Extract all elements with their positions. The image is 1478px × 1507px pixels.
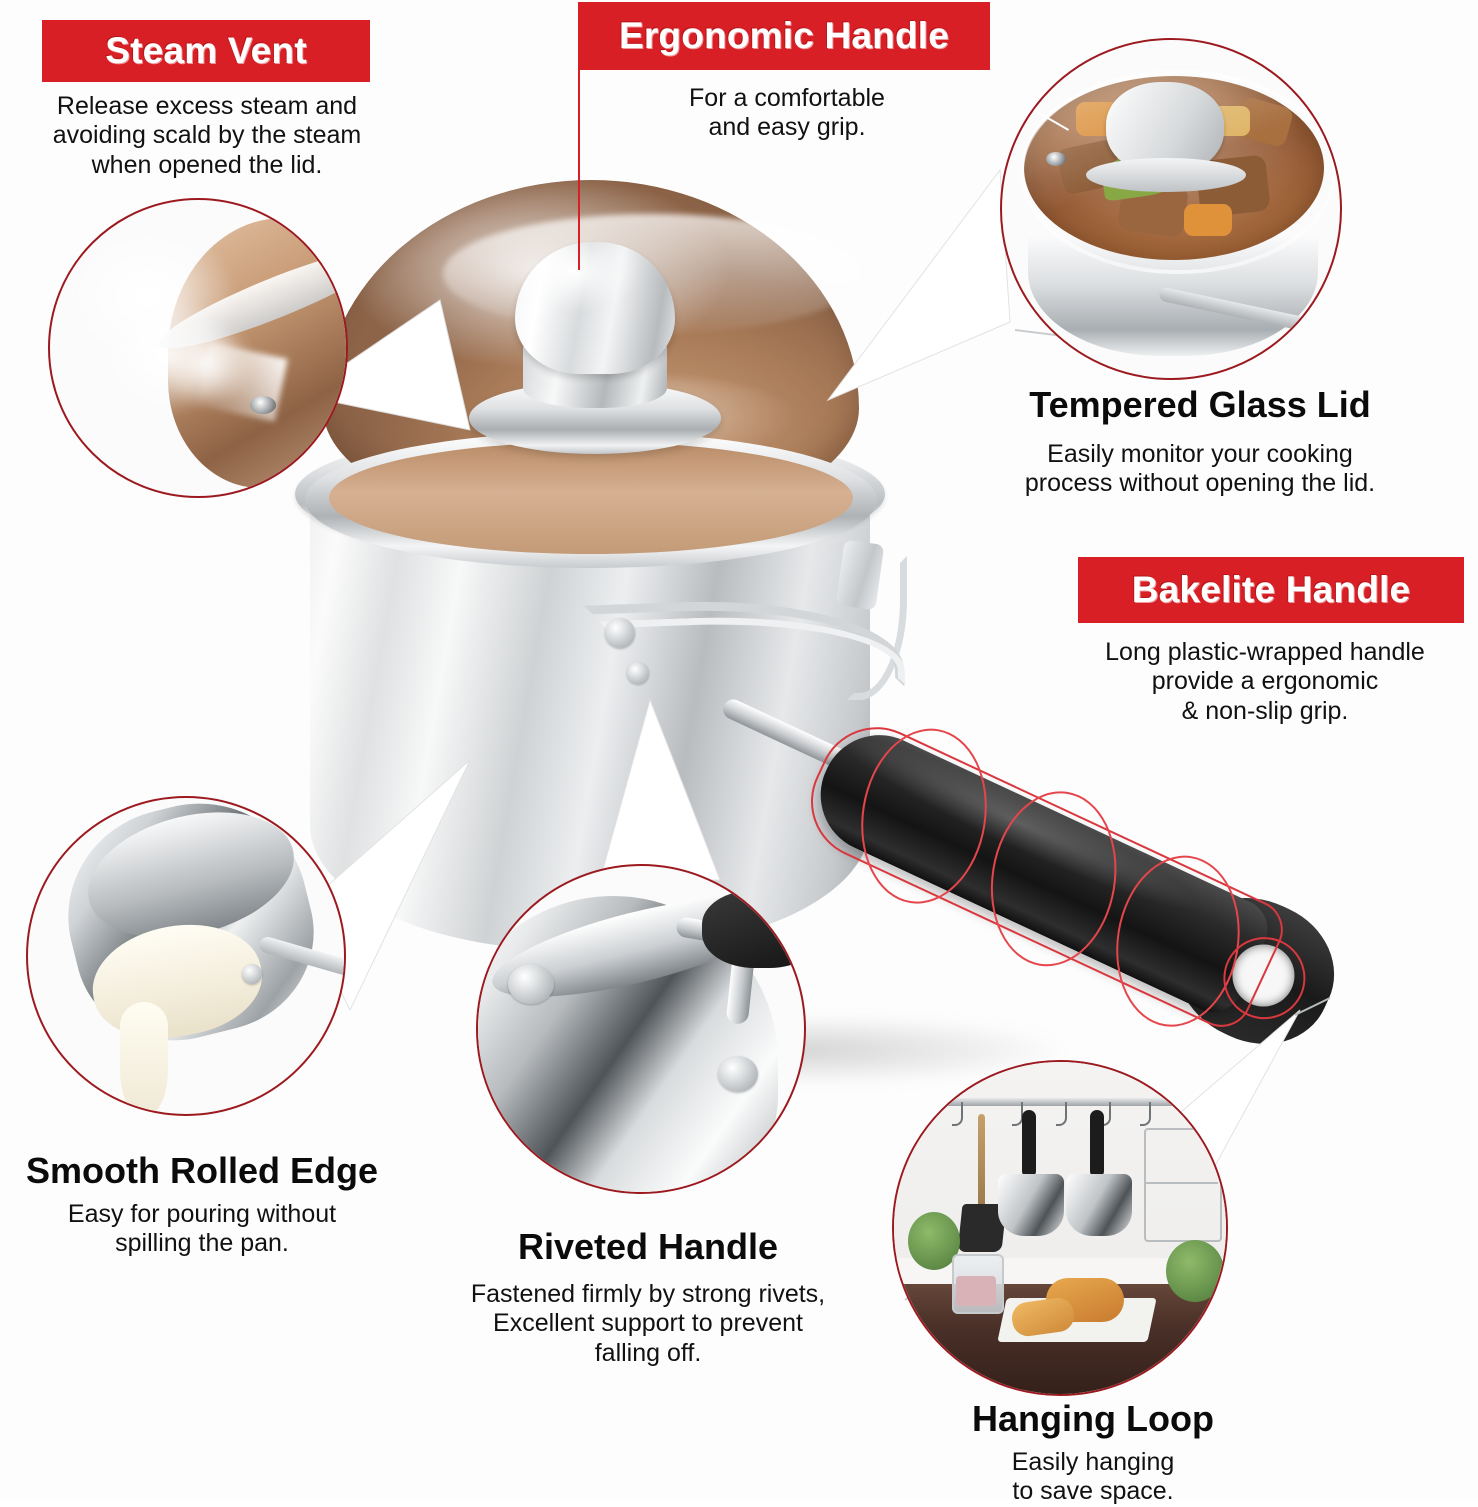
label-plate-steam-vent: Steam Vent	[42, 20, 370, 82]
callout-bubble-smooth-rolled-edge	[26, 796, 346, 1116]
scene-pan2-handle	[1090, 1110, 1104, 1178]
caption-hanging-loop: Easily hanging to save space.	[1011, 1448, 1175, 1506]
lid-steel-ring-inner	[329, 442, 853, 554]
heading-riveted-handle: Riveted Handle	[517, 1226, 779, 1267]
rivet-upper	[605, 618, 635, 648]
rivet-scene	[478, 866, 804, 1192]
scene-plant-right	[1166, 1240, 1224, 1302]
kitchen-scene	[894, 1062, 1226, 1394]
callout-bubble-steam-vent	[48, 198, 348, 498]
caption-smooth-rolled-edge: Easy for pouring without spilling the pa…	[67, 1200, 337, 1258]
heading-hanging-loop: Hanging Loop	[972, 1398, 1214, 1439]
scene-rivet-left	[508, 964, 554, 1004]
ergonomic-handle-leader-line	[578, 70, 580, 270]
caption-tempered-glass-lid: Easily monitor your cooking process with…	[1024, 440, 1376, 498]
scene-hook-5	[1140, 1102, 1151, 1126]
scene-hanging-rail	[924, 1098, 1214, 1106]
scene-wire-rack-shelf	[1144, 1182, 1218, 1184]
caption-ergonomic-handle: For a comfortable and easy grip.	[689, 84, 885, 142]
heading-tempered-glass-lid: Tempered Glass Lid	[1029, 384, 1371, 425]
stew-scene	[1002, 40, 1340, 378]
scene-spatula-handle	[978, 1114, 985, 1210]
pouring-scene	[28, 798, 344, 1114]
scene-jar-contents	[956, 1276, 996, 1306]
steam-vent-hole	[250, 396, 276, 414]
scene-cream-stream	[120, 1002, 168, 1114]
scene-vent-hole	[1046, 152, 1066, 166]
scene-hook-1	[952, 1102, 963, 1126]
heading-smooth-rolled-edge: Smooth Rolled Edge	[25, 1150, 378, 1191]
callout-bubble-hanging-loop	[892, 1060, 1228, 1396]
scene-hook-4	[1100, 1102, 1111, 1126]
caption-steam-vent: Release excess steam and avoiding scald …	[52, 92, 362, 179]
rivet-lower	[627, 662, 649, 684]
scene-plant-left	[908, 1212, 960, 1270]
scene-pan1-body	[998, 1174, 1064, 1236]
scene-hook-3	[1056, 1102, 1067, 1126]
scene-pan2-body	[1066, 1174, 1132, 1236]
lid-knob-cap	[515, 242, 675, 374]
callout-bubble-tempered-glass-lid	[1000, 38, 1342, 380]
label-plate-bakelite-handle: Bakelite Handle	[1078, 557, 1464, 623]
label-plate-ergonomic-handle: Ergonomic Handle	[578, 2, 990, 70]
scene-pan1-handle	[1022, 1110, 1036, 1178]
scene-wire-rack	[1144, 1128, 1222, 1242]
scene-rivet	[242, 964, 262, 984]
scene-rivet-right	[718, 1056, 758, 1092]
caption-bakelite-handle: Long plastic-wrapped handle provide a er…	[1105, 638, 1425, 725]
caption-riveted-handle: Fastened firmly by strong rivets, Excell…	[470, 1280, 826, 1367]
callout-bubble-riveted-handle	[476, 864, 806, 1194]
scene-black-handle	[702, 890, 804, 968]
steam-vent-scene	[50, 200, 346, 496]
scene-lid-knob-base	[1086, 158, 1246, 192]
